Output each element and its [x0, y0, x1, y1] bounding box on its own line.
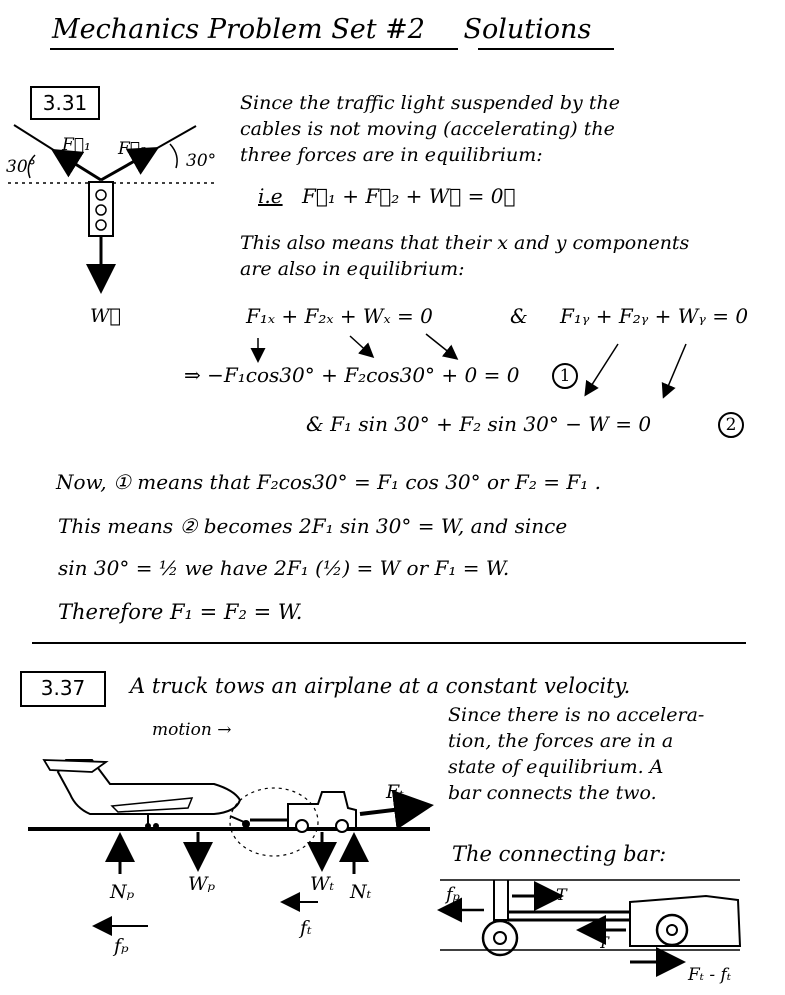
equation-1: ⇒ −F₁cos30° + F₂cos30° + 0 = 0 [184, 363, 520, 387]
net-label: Fₜ - fₜ [687, 965, 732, 985]
equation-2-number: 2 [718, 412, 744, 438]
angle-arc-left [27, 154, 36, 179]
np-label: Nₚ [109, 881, 135, 903]
ft-label: Fₜ [385, 781, 404, 803]
angle-right-label: 30° [186, 151, 216, 171]
f2-label: F⃗₂ [117, 139, 147, 159]
equation-y-components: F₁ᵧ + F₂ᵧ + Wᵧ = 0 [560, 304, 749, 328]
derivation-arrows [250, 333, 687, 399]
dashed-circle [229, 787, 319, 857]
fp-label: fₚ [112, 935, 129, 957]
sin-line: sin 30° = ½ we have 2F₁ (½) = W or F₁ = … [58, 556, 510, 580]
page-title: Mechanics Problem Set #2 Solutions [52, 14, 591, 45]
airplane-body [56, 759, 242, 815]
para-line-4: bar connects the two. [448, 782, 657, 804]
equation-2: & F₁ sin 30° + F₂ sin 30° − W = 0 [306, 412, 652, 436]
therefore-line: Therefore F₁ = F₂ = W. [58, 600, 303, 624]
airplane-truck-diagram: Fₜ Nₚ Wₚ Wₜ Nₜ fₚ fₜ [28, 759, 434, 957]
intro-line-3: three forces are in equilibrium: [240, 144, 543, 166]
bar-fp-label: fₚ [444, 884, 460, 905]
airplane-tail [42, 759, 109, 773]
subtitle-text: Solutions [463, 14, 592, 45]
problem-number-box: 3.31 [30, 86, 100, 120]
ft-small-label: fₜ [298, 917, 312, 939]
f1-label: F⃗₁ [61, 135, 91, 155]
now-line: Now, ① means that F₂cos30° = F₁ cos 30° … [56, 470, 601, 494]
traffic-light-box [88, 181, 114, 237]
equation-x-components: F₁ₓ + F₂ₓ + Wₓ = 0 [246, 304, 433, 328]
nt-label: Nₜ [349, 881, 372, 903]
f2-arrow [100, 147, 160, 182]
section-divider [32, 642, 746, 644]
equation-1-number: 1 [552, 363, 578, 389]
connecting-bar-diagram: fₚ T T Fₜ - fₜ [437, 879, 742, 985]
light-bottom [95, 219, 107, 231]
means-line: This means ② becomes 2F₁ sin 30° = W, an… [58, 514, 568, 538]
ie-label: i.e [258, 184, 283, 208]
intro-line-1: Since the traffic light suspended by the [240, 92, 620, 114]
light-top [95, 189, 107, 201]
component-line-2: are also in equilibrium: [240, 258, 465, 280]
truck-heading: A truck tows an airplane at a constant v… [130, 674, 631, 698]
wt-label: Wₜ [310, 873, 335, 895]
problem-number-box-2: 3.37 [20, 671, 106, 707]
light-middle [95, 204, 107, 216]
wp-label: Wₚ [188, 873, 216, 895]
angle-left-label: 30° [6, 157, 36, 177]
para-line-1: Since there is no accelera- [448, 704, 705, 726]
vector-equation: F⃗₁ + F⃗₂ + W⃗ = 0⃗ [302, 184, 516, 208]
para-line-3: state of equilibrium. A [448, 756, 664, 778]
ft-arrow [359, 789, 434, 830]
para-line-2: tion, the forces are in a [448, 730, 674, 752]
angle-arc-right [169, 143, 178, 169]
title-text: Mechanics Problem Set #2 [52, 14, 425, 45]
connecting-bar-label: The connecting bar: [452, 842, 667, 866]
f1-arrow [50, 148, 102, 182]
motion-label: motion → [152, 720, 232, 740]
airplane-wing [110, 797, 194, 813]
component-line-1: This also means that their x and y compo… [240, 232, 690, 254]
truck-body [287, 791, 357, 829]
bar-t-bottom-label: T [598, 933, 610, 952]
title-underline [50, 48, 458, 50]
bar-t-top-label: T [556, 885, 568, 904]
intro-line-2: cables is not moving (accelerating) the [240, 118, 615, 140]
subtitle-underline [478, 48, 614, 50]
traffic-light-diagram: 30° 30° F⃗₁ F⃗₂ W⃗ [6, 124, 218, 327]
w-label: W⃗ [90, 305, 121, 327]
equation-ampersand: & [510, 304, 528, 328]
